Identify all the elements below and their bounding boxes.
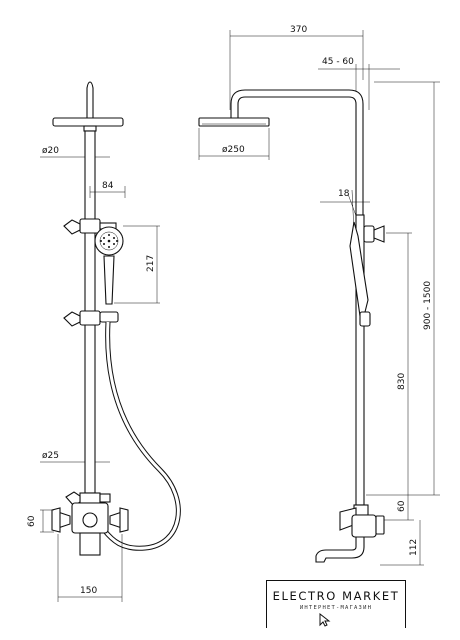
cursor-icon — [319, 613, 331, 627]
dim-angle: 18 — [338, 189, 350, 199]
dim-hand-shower-span: 217 — [146, 255, 156, 272]
dim-spout-height: 112 — [409, 539, 419, 556]
head-pipe-top — [86, 81, 94, 119]
dim-valve-width: 150 — [80, 586, 97, 596]
front-view: ø20 84 217 — [27, 81, 181, 602]
dim-arm-offset: 45 - 60 — [322, 57, 354, 67]
side-view: 370 45 - 60 ø250 18 900 - 1500 — [198, 25, 440, 566]
side-mixer-body — [351, 514, 377, 538]
dim-head-diameter: ø250 — [222, 145, 245, 155]
mixer-center — [82, 512, 98, 528]
lower-slider — [79, 310, 101, 326]
dim-valve-height: 60 — [27, 515, 37, 527]
upper-slider — [79, 218, 101, 234]
dim-base-offset: 60 — [397, 500, 407, 512]
logo-tagline: ИНТЕРНЕТ-МАГАЗИН — [299, 605, 373, 611]
lower-holder — [99, 311, 119, 323]
logo-name: ELECTRO MARKET — [272, 589, 400, 603]
dim-arm-length: 370 — [290, 25, 307, 35]
dim-hand-shower-offset: 84 — [102, 181, 114, 191]
dim-total-height: 900 - 1500 — [423, 281, 433, 330]
head-connector — [83, 125, 97, 132]
side-upper-knob — [373, 225, 385, 243]
side-lower-bracket — [359, 311, 371, 327]
side-shower-head — [198, 117, 270, 127]
lower-slider-knob — [63, 311, 81, 327]
upper-slider-knob — [63, 219, 81, 235]
front-spout — [79, 532, 101, 556]
front-shower-head — [52, 117, 124, 127]
hand-shower-nozzles — [100, 234, 118, 248]
dim-holder-height: 830 — [397, 373, 407, 390]
dim-head-pipe-diameter: ø20 — [42, 146, 59, 156]
hose-outlet — [99, 493, 111, 503]
bath-spout — [315, 536, 365, 563]
hand-shower-handle — [103, 255, 115, 305]
dim-rail-diameter: ø25 — [42, 451, 59, 461]
diverter-coupling — [79, 492, 101, 504]
side-valve-nut — [375, 515, 385, 535]
side-upper-bracket — [363, 225, 375, 243]
electro-market-logo: ELECTRO MARKET ИНТЕРНЕТ-МАГАЗИН — [266, 580, 406, 628]
